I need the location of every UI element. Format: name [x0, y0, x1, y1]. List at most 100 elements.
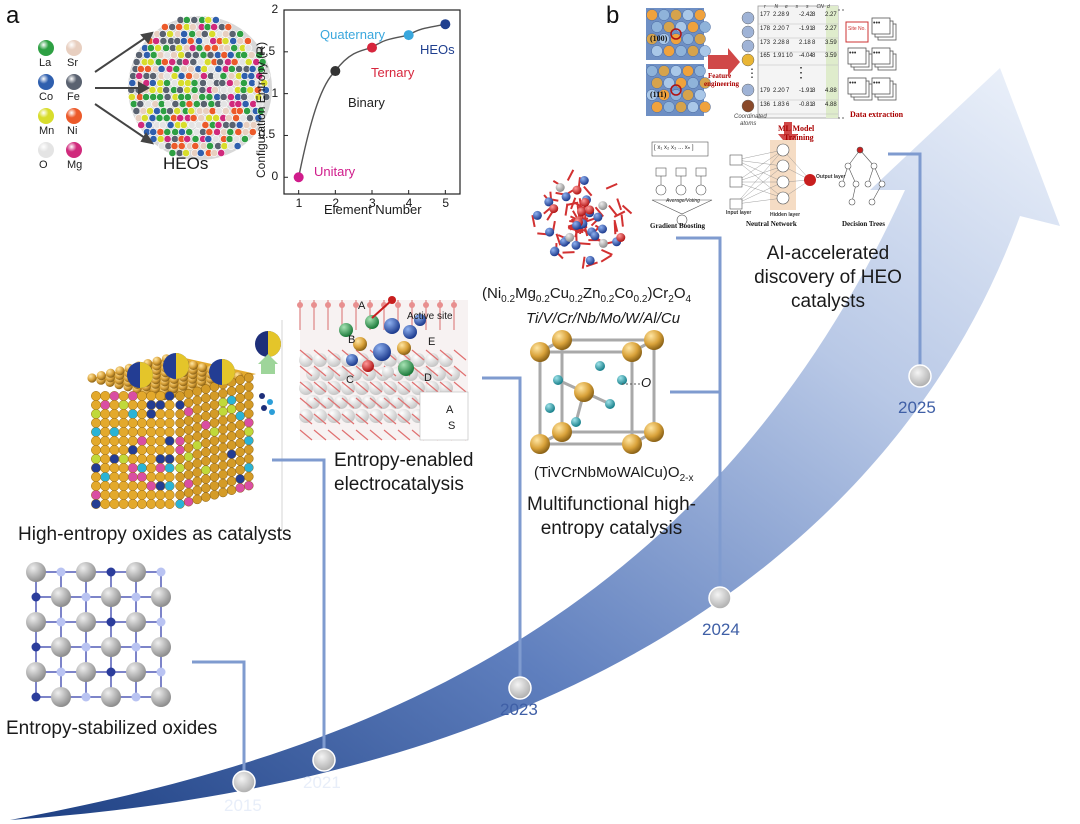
sphere-atom: [220, 86, 228, 94]
sphere-atom: [170, 51, 178, 59]
sphere-atom: [206, 142, 214, 150]
metal-atom: [574, 382, 594, 402]
cube-atom: [100, 400, 111, 410]
cube-atom: [100, 463, 111, 473]
x-tick-label: 1: [295, 196, 303, 210]
cation-atom: [131, 692, 141, 702]
sphere-atom: [234, 100, 243, 108]
sphere-atom: [243, 107, 251, 115]
legend-dots: [38, 40, 82, 158]
y-tick-label: 0.5: [258, 127, 276, 142]
cube-atom: [244, 372, 254, 383]
cube-atom: [164, 427, 175, 437]
sphere-atom: [185, 128, 194, 136]
sphere-atom: [230, 44, 239, 52]
year-marker-2025: [908, 364, 932, 388]
cube-atom: [155, 445, 166, 455]
data-extraction-label: Data extraction: [850, 110, 904, 119]
cube-atom: [175, 436, 185, 446]
cation-atom: [56, 567, 66, 577]
cube-atom: [244, 426, 254, 437]
cube-atom: [192, 422, 202, 433]
cube-atom: [209, 418, 220, 428]
annotation-unitary: Unitary: [314, 164, 356, 179]
sphere-atom: [143, 65, 152, 73]
rutile-structure: [530, 330, 664, 454]
cube-atom: [146, 445, 157, 455]
cube-atom: [100, 427, 111, 437]
slab-atom: [313, 353, 327, 367]
sphere-atom: [163, 79, 171, 87]
cube-atom: [235, 438, 245, 448]
cation-atom: [81, 642, 91, 652]
sphere-atom: [213, 128, 221, 136]
cube-atom: [218, 397, 228, 408]
adsorbate-icon: [255, 320, 283, 530]
dopant-elements: Ti/V/Cr/Nb/Mo/W/Al/Cu: [526, 310, 681, 327]
x-tick-label: 4: [405, 196, 413, 210]
sphere-atom: [235, 107, 244, 115]
cube-atom: [183, 478, 194, 489]
cube-atom: [201, 438, 211, 448]
cube-atom: [100, 454, 111, 464]
cube-atom: [155, 499, 166, 509]
slab-atom: [320, 367, 334, 381]
cube-atom: [91, 472, 101, 482]
legend-label-la: La: [39, 57, 52, 69]
cube-atom: [201, 402, 211, 412]
cube-atom: [226, 467, 237, 477]
sphere-atom: [155, 114, 164, 122]
table-cell: -0.81: [799, 102, 813, 108]
cube-atom: [235, 420, 245, 430]
spinel-atom: [616, 233, 626, 242]
cube-atom: [192, 431, 202, 442]
oxygen-atom: [26, 662, 46, 682]
oxygen-atom: [51, 587, 71, 607]
cube-atom: [137, 445, 147, 455]
sphere-atom: [224, 114, 233, 122]
spinel-atom: [585, 205, 595, 215]
table-cell: 178: [760, 26, 771, 32]
sphere-atom: [179, 37, 188, 45]
year-markers: [232, 364, 932, 794]
tree-node: [878, 180, 886, 188]
sphere-atom: [206, 79, 214, 87]
cube-atom: [155, 481, 166, 491]
cube-atom: [235, 429, 245, 439]
year-label-2015: 2015: [224, 796, 262, 815]
cube-atom: [137, 418, 147, 428]
cube-atom: [155, 400, 166, 410]
site-label-d: D: [424, 372, 432, 384]
feature-table: [757, 5, 839, 119]
cube-atom: [127, 463, 138, 473]
x-tick-label: 2: [332, 196, 340, 210]
cube-atom: [118, 445, 129, 455]
cube-atom: [146, 427, 157, 437]
table-cell: 10: [786, 53, 793, 59]
legend-label-mg: Mg: [67, 159, 83, 171]
cube-atom: [109, 418, 120, 428]
slab-atom: [439, 353, 453, 367]
oxygen-atom: [545, 403, 555, 413]
output-layer-label: Output layer: [816, 174, 846, 180]
sphere-atom: [160, 58, 169, 66]
table-header: CN: [816, 4, 824, 10]
slab-atom: [397, 409, 411, 423]
sphere-atom: [163, 135, 172, 143]
data-stack: •••: [849, 50, 857, 57]
cube-atom: [91, 490, 101, 500]
oxygen-atom: [126, 612, 146, 632]
oxygen-atom: [151, 687, 171, 707]
sphere-atom: [137, 121, 146, 129]
legend-dot-mg: [66, 142, 82, 158]
cube-atom: [183, 388, 194, 399]
cube-atom: [201, 465, 211, 475]
tree-node: [870, 162, 878, 170]
y-tick-label: 1: [271, 85, 279, 100]
active-site-label: Active site: [407, 311, 453, 322]
cube-atom: [100, 391, 111, 401]
slab-atom: [446, 367, 460, 381]
sphere-atom: [175, 23, 183, 31]
cube-atom: [164, 463, 175, 473]
sphere-atom: [221, 107, 230, 115]
